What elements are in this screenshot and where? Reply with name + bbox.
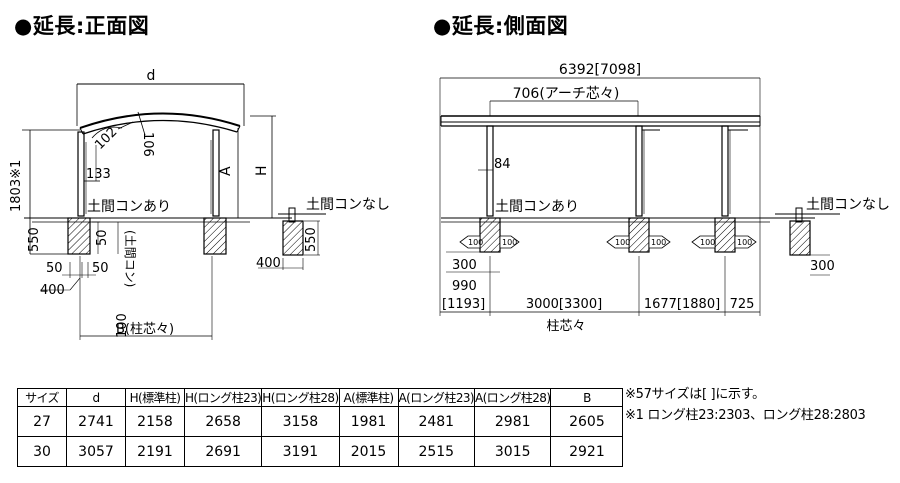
front-dim-100: 100 xyxy=(115,313,130,338)
arrow-label-3r: 100 xyxy=(737,238,752,247)
front-dim-1803: 1803※1 xyxy=(9,160,24,212)
header-h-long23: H(ロング柱23) xyxy=(183,388,263,407)
table-cell: 2481 xyxy=(397,406,475,437)
table-cell: 3158 xyxy=(261,406,340,437)
header-a-long23: A(ロング柱23) xyxy=(397,388,475,407)
front-dim-a: A xyxy=(218,166,234,176)
size-spec-table: サイズ d H(標準柱) H(ロング柱23) H(ロング柱28) A(標準柱) … xyxy=(17,388,624,467)
arrow-label-3l: 100 xyxy=(700,238,715,247)
side-view-labels: 6392[7098] 706(アーチ芯々) 84 土間コンあり 土間コンなし 3… xyxy=(442,62,890,334)
front-dim-106: 106 xyxy=(140,132,155,157)
table-cell: 2015 xyxy=(338,436,399,467)
front-dim-550-left: 550 xyxy=(27,227,42,252)
arrow-label-2r: 100 xyxy=(651,238,666,247)
table-cell: 2158 xyxy=(125,406,185,437)
table-cell: 2191 xyxy=(125,436,185,467)
front-view-labels: d 106 102 133 1803※1 A H 土間コンあり 土間コンなし 5… xyxy=(9,68,390,338)
front-dim-102: 102 xyxy=(92,125,120,153)
arrow-label-1l: 100 xyxy=(468,238,483,247)
table-header-row: サイズ d H(標準柱) H(ロング柱23) H(ロング柱28) A(標準柱) … xyxy=(17,388,624,407)
table-cell: 3191 xyxy=(261,436,340,467)
side-dim-990: 990 xyxy=(452,279,477,294)
side-label-without-concrete: 土間コンなし xyxy=(806,197,890,213)
table-cell: 2658 xyxy=(183,406,263,437)
side-dim-pillar-center: 柱芯々 xyxy=(546,319,585,334)
front-dim-400-left: 400 xyxy=(40,283,65,298)
table-cell: 2741 xyxy=(66,406,126,437)
front-dim-50-right: 50 xyxy=(92,261,109,276)
side-dim-300-right: 300 xyxy=(810,259,835,274)
front-dim-h: H xyxy=(254,165,270,176)
front-dim-b: B(柱芯々) xyxy=(116,322,174,337)
side-dim-84: 84 xyxy=(494,157,511,172)
header-a-long28: A(ロング柱28) xyxy=(473,388,552,407)
arrow-label-1r: 100 xyxy=(502,238,517,247)
side-dim-1677: 1677[1880] xyxy=(644,297,720,312)
arrow-group-3: 100 100 xyxy=(691,235,757,249)
table-cell: 2605 xyxy=(550,406,624,437)
arrow-group-1: 100 100 xyxy=(459,235,520,249)
header-h-long28: H(ロング柱28) xyxy=(261,388,340,407)
note-long-pillar: ※1 ロング柱23:2303、ロング柱28:2803 xyxy=(625,408,866,423)
table-cell: 2921 xyxy=(550,436,624,467)
front-dim-50-left: 50 xyxy=(46,261,63,276)
front-dim-550-right: 550 xyxy=(304,227,319,252)
front-dim-50-vertical: 50 xyxy=(95,229,110,246)
front-dim-133: 133 xyxy=(86,167,111,182)
table-row: 27 2741 2158 2658 3158 1981 2481 2981 26… xyxy=(17,406,624,437)
side-dim-725: 725 xyxy=(730,297,755,312)
table-cell: 3057 xyxy=(66,436,126,467)
side-dim-3000: 3000[3300] xyxy=(526,297,602,312)
front-dim-d: d xyxy=(147,68,156,84)
side-view-arrows: 100 100 100 100 100 100 xyxy=(459,235,757,249)
side-dim-total: 6392[7098] xyxy=(559,62,641,78)
front-view xyxy=(22,83,326,340)
side-dim-1193: [1193] xyxy=(442,297,485,312)
header-a-standard: A(標準柱) xyxy=(338,388,399,407)
table-cell: 2691 xyxy=(183,436,263,467)
front-label-with-concrete: 土間コンあり xyxy=(87,199,171,215)
front-view-title: ●延長:正面図 xyxy=(14,14,150,38)
side-view-title: ●延長:側面図 xyxy=(433,14,569,38)
side-view xyxy=(439,77,840,316)
front-dim-400-right: 400 xyxy=(256,256,281,271)
side-label-with-concrete: 土間コンあり xyxy=(495,199,579,215)
note-57-size: ※57サイズは[ ]に示す。 xyxy=(625,387,765,402)
table-cell: 2981 xyxy=(473,406,552,437)
side-dim-arch: 706(アーチ芯々) xyxy=(513,86,620,102)
table-cell: 1981 xyxy=(338,406,399,437)
table-cell: 30 xyxy=(17,436,67,467)
header-size: サイズ xyxy=(17,388,67,407)
table-cell: 3015 xyxy=(473,436,552,467)
table-cell: 2515 xyxy=(397,436,475,467)
side-dim-300-left: 300 xyxy=(452,258,477,273)
arrow-label-2l: 100 xyxy=(615,238,630,247)
front-label-without-concrete: 土間コンなし xyxy=(306,197,390,213)
front-dim-floor-concrete: (土間コン) xyxy=(123,230,137,287)
header-h-standard: H(標準柱) xyxy=(125,388,185,407)
table-cell: 27 xyxy=(17,406,67,437)
table-row: 30 3057 2191 2691 3191 2015 2515 3015 29… xyxy=(17,436,624,467)
arrow-group-2: 100 100 xyxy=(606,235,671,249)
header-d: d xyxy=(66,388,126,407)
header-b: B xyxy=(550,388,624,407)
